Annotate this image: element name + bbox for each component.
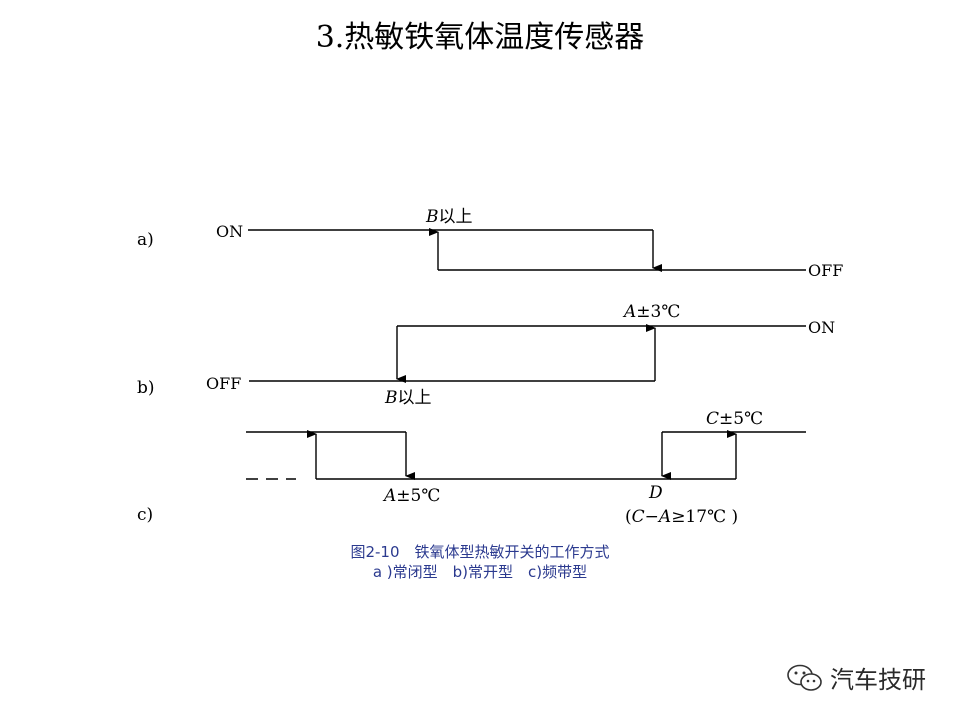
c-c-pm-label: C±5℃ — [706, 409, 763, 429]
b-b-above-label: B以上 — [384, 388, 432, 408]
a-on-label: ON — [216, 222, 243, 241]
label-a: a) — [137, 230, 154, 250]
c-d-label: D — [648, 483, 663, 503]
watermark-text: 汽车技研 — [830, 666, 926, 694]
b-off-label: OFF — [206, 374, 241, 393]
diagram-a — [248, 228, 806, 272]
figure-caption-title: 图2-10 铁氧体型热敏开关的工作方式 — [350, 543, 610, 561]
wechat-icon — [787, 664, 822, 691]
c-condition-label: (C−A≥17℃ ) — [625, 507, 738, 527]
a-off-label: OFF — [808, 261, 843, 280]
label-b: b) — [137, 378, 155, 398]
figure-caption-subtitle: a )常闭型 b)常开型 c)频带型 — [372, 563, 588, 581]
diagram-c — [246, 430, 806, 480]
b-on-label: ON — [808, 318, 835, 337]
page-title: 3.热敏铁氧体温度传感器 — [315, 20, 645, 55]
diagram-b — [249, 324, 806, 383]
b-a-pm-label: A±3℃ — [622, 302, 680, 322]
c-a-pm-label: A±5℃ — [382, 486, 440, 506]
label-c: c) — [137, 505, 153, 525]
watermark: 汽车技研 — [786, 660, 926, 695]
a-b-above-label: B以上 — [425, 207, 473, 227]
